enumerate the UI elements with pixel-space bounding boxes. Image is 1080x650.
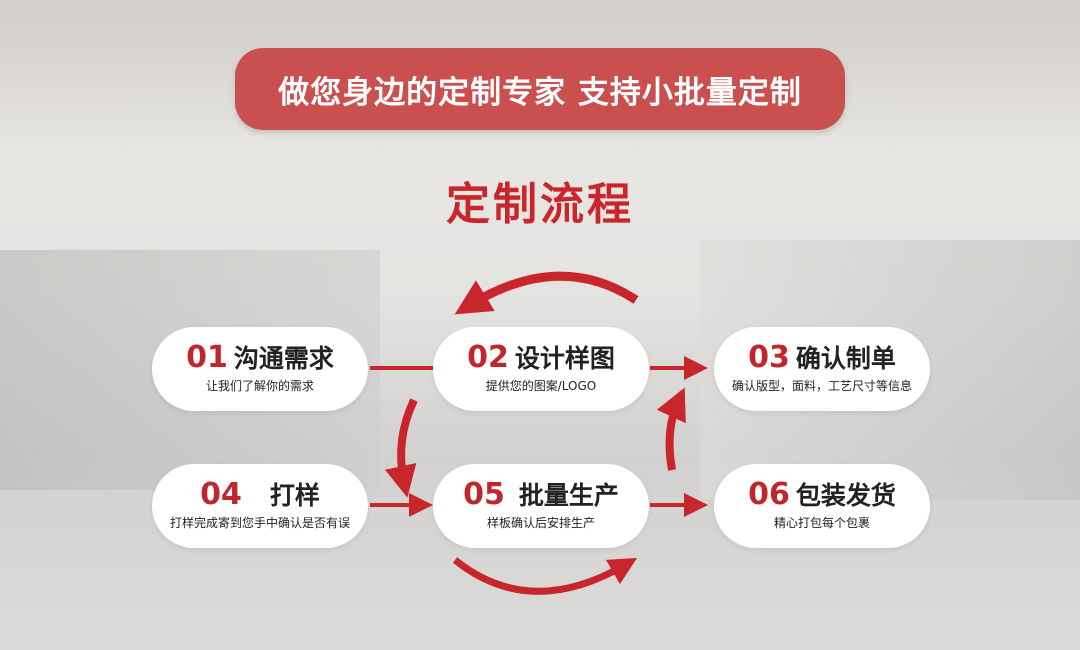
- step-title: 沟通需求: [233, 344, 334, 373]
- curved-arrow-left: [385, 398, 418, 498]
- step-title: 确认制单: [795, 344, 896, 373]
- step-number: 02: [467, 340, 509, 375]
- step-title: 包装发货: [795, 481, 896, 510]
- step-number: 03: [748, 340, 790, 375]
- step-title: 批量生产: [518, 481, 619, 510]
- curved-arrow-right: [656, 387, 686, 471]
- step-description: 让我们了解你的需求: [205, 379, 314, 393]
- step-description: 打样完成寄到您手中确认是否有误: [169, 516, 350, 530]
- step-description: 精心打包每个包裹: [773, 516, 870, 530]
- slogan-banner: 做您身边的定制专家 支持小批量定制: [235, 48, 845, 130]
- step-title: 打样: [269, 481, 320, 510]
- step-description: 提供您的图案/LOGO: [485, 379, 597, 393]
- step-description: 样板确认后安排生产: [486, 516, 595, 530]
- step-number: 06: [748, 477, 790, 512]
- step-number: 05: [463, 477, 505, 512]
- page-title: 定制流程: [446, 179, 634, 230]
- curved-arrow-bottom: [452, 557, 638, 595]
- step-number: 01: [186, 340, 228, 375]
- step-number: 04: [200, 477, 242, 512]
- step-04-card: 04 打样 打样完成寄到您手中确认是否有误: [152, 464, 368, 548]
- curved-arrow-top: [454, 271, 639, 315]
- step-description: 确认版型，面料，工艺尺寸等信息: [731, 379, 912, 393]
- step-title: 设计样图: [514, 344, 615, 373]
- step-05-card: 05 批量生产 样板确认后安排生产: [433, 464, 649, 548]
